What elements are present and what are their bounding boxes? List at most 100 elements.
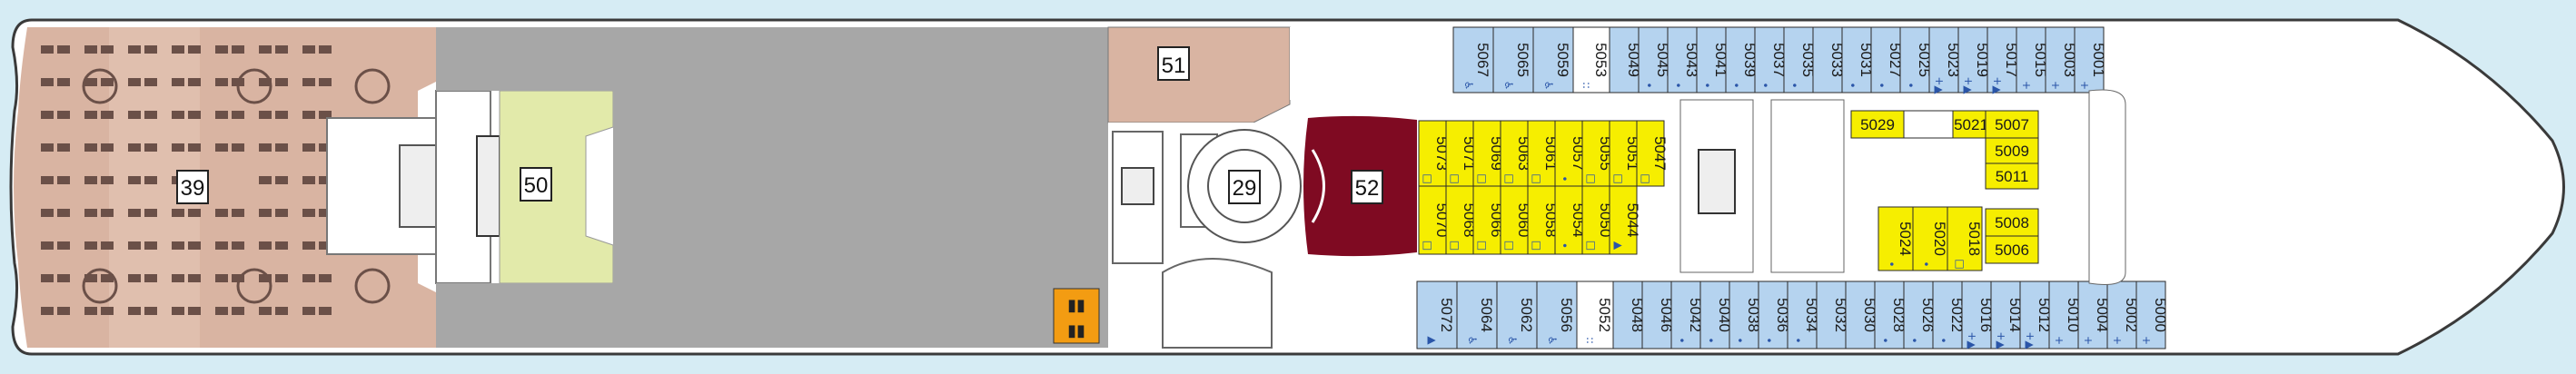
cabin-5012[interactable]: 5012+▲	[2019, 280, 2053, 349]
cabin-5048[interactable]: 5048	[1612, 280, 1646, 349]
venue-39-marker[interactable]	[176, 170, 209, 204]
table-icon	[57, 143, 70, 152]
cabin-5030[interactable]: 5030	[1845, 280, 1878, 349]
cabin-5024[interactable]: 5024•	[1878, 206, 1914, 271]
venue-51-marker[interactable]	[1157, 46, 1190, 81]
cabin-5067[interactable]: 5067♿	[1452, 26, 1494, 94]
venue-52-marker[interactable]	[1351, 170, 1383, 204]
cabin-5033[interactable]: 5033	[1812, 26, 1846, 94]
cabin-marker: +▲	[1966, 331, 1978, 349]
table-icon	[57, 111, 70, 119]
cabin-5062[interactable]: 5062♿	[1496, 280, 1538, 349]
table-icon	[259, 111, 272, 119]
cabin-5040[interactable]: 5040•	[1699, 280, 1733, 349]
cabin-5028[interactable]: 5028•	[1874, 280, 1907, 349]
cabin-marker: □	[1422, 241, 1434, 251]
cabin-number: 5047	[1651, 136, 1669, 171]
cabin-5022[interactable]: 5022•	[1932, 280, 1966, 349]
cabin-5011[interactable]: 5011	[1985, 162, 2039, 190]
cabin-5021[interactable]: 5021	[1952, 110, 1990, 139]
table-icon	[259, 209, 272, 217]
cabin-5056[interactable]: 5056♿	[1536, 280, 1578, 349]
cabin-5002[interactable]: 5002+	[2106, 280, 2140, 349]
table-icon	[259, 307, 272, 315]
cabin-5026[interactable]: 5026•	[1903, 280, 1937, 349]
venue-39-label: 39	[181, 176, 205, 201]
cabin-5032[interactable]: 5032	[1816, 280, 1849, 349]
cabin-5016[interactable]: 5016+▲	[1961, 280, 1995, 349]
cabin-5018[interactable]: 5018□	[1947, 206, 1983, 271]
cabin-5010[interactable]: 5010+	[2048, 280, 2082, 349]
cabin-number: 5014	[2006, 298, 2024, 332]
cabin-5068[interactable]: 5068□	[1445, 185, 1478, 255]
cabin-marker: •	[1788, 82, 1800, 88]
cabin-5064[interactable]: 5064♿	[1456, 280, 1498, 349]
cabin-marker: +	[2111, 336, 2124, 345]
cabin-5020[interactable]: 5020•	[1912, 206, 1948, 271]
cabin-5054[interactable]: 5054•	[1554, 185, 1587, 255]
cabin-5014[interactable]: 5014+▲	[1990, 280, 2024, 349]
cabin-5031[interactable]: 5031•	[1841, 26, 1875, 94]
cabin-5034[interactable]: 5034•	[1787, 280, 1820, 349]
cabin-5003[interactable]: 5003+	[2045, 26, 2078, 94]
cabin-5009[interactable]: 5009	[1985, 137, 2039, 164]
table-icon	[302, 209, 315, 217]
cabin-5038[interactable]: 5038•	[1729, 280, 1762, 349]
table-icon	[84, 209, 97, 217]
cabin-5044[interactable]: 5044▲	[1609, 185, 1641, 255]
cabin-5036[interactable]: 5036•	[1758, 280, 1791, 349]
venue-29-marker[interactable]	[1228, 170, 1261, 204]
cabin-5047[interactable]: 5047□	[1636, 120, 1669, 187]
cabin-5000[interactable]: 5000+	[2135, 280, 2169, 349]
table-icon	[172, 143, 184, 152]
cabin-5025[interactable]: 5025•	[1899, 26, 1933, 94]
wheelchair-icon: ♿	[1462, 81, 1475, 91]
table-icon	[128, 176, 141, 184]
cabin-5041[interactable]: 5041 •	[1696, 26, 1729, 94]
cabin-5035[interactable]: 5035•	[1783, 26, 1817, 94]
table-icon	[128, 143, 141, 152]
cabin-marker: •	[1700, 82, 1713, 88]
cabin-marker: □	[1954, 259, 1967, 269]
cabin-5019[interactable]: 5019+▲	[1957, 26, 1991, 94]
cabin-number: 5025	[1916, 43, 1933, 77]
cabin-5008[interactable]: 5008	[1985, 208, 2039, 237]
table-icon	[144, 307, 157, 315]
cabin-marker: +	[2049, 81, 2062, 90]
cabin-5053[interactable]: 5053::	[1572, 26, 1610, 94]
cabin-5023[interactable]: 5023+▲	[1928, 26, 1962, 94]
cabin-5015[interactable]: 5015+	[2016, 26, 2049, 94]
cabin-5045[interactable]: 5045•	[1638, 26, 1671, 94]
cabin-5001[interactable]: 5001+	[2074, 26, 2107, 94]
cabin-5017[interactable]: 5017+▲	[1986, 26, 2020, 94]
cabin-5007[interactable]: 5007	[1985, 110, 2039, 139]
cabin-5042[interactable]: 5042•	[1670, 280, 1704, 349]
table-icon	[259, 176, 272, 184]
cabin-5049[interactable]: 5049	[1609, 26, 1642, 94]
cabin-5069[interactable]: 5069□	[1472, 120, 1505, 187]
cabin-5072[interactable]: 5072▲	[1416, 280, 1458, 349]
cabin-5029[interactable]: 5029	[1850, 110, 1905, 139]
cabin-5055[interactable]: 5055□	[1581, 120, 1614, 187]
cabin-5006[interactable]: 5006	[1985, 235, 2039, 264]
cabin-number: 5046	[1658, 298, 1675, 332]
venue-50-marker[interactable]	[520, 167, 552, 202]
cabin-5039[interactable]: 5039•	[1725, 26, 1759, 94]
table-icon	[84, 241, 97, 250]
table-icon	[41, 307, 54, 315]
cabin-5037[interactable]: 5037•	[1754, 26, 1788, 94]
table-icon	[128, 307, 141, 315]
cabin-5027[interactable]: 5027•	[1870, 26, 1904, 94]
cabin-number: 5041	[1712, 43, 1729, 77]
cabin-marker: •	[1642, 82, 1655, 88]
cabin-5004[interactable]: 5004+	[2077, 280, 2111, 349]
cabin-5065[interactable]: 5065♿	[1492, 26, 1534, 94]
cabin-5046[interactable]: 5046	[1641, 280, 1675, 349]
cabin-number: 5027	[1887, 43, 1904, 77]
cabin-5052[interactable]: 5052::	[1576, 280, 1614, 349]
lounge-50: 50	[435, 90, 614, 284]
cabin-5059[interactable]: 5059♿	[1532, 26, 1574, 94]
cabin-5043[interactable]: 5043•	[1667, 26, 1700, 94]
bow-area	[2088, 89, 2126, 285]
table-icon	[57, 274, 70, 282]
